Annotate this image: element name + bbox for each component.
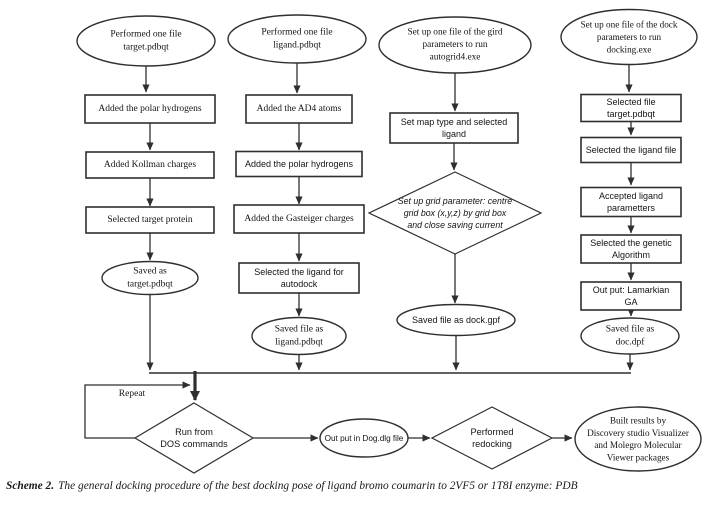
node-ligand-ad4: Added the AD4 atoms <box>245 94 353 124</box>
dock-start-ellipse <box>560 8 698 66</box>
dock-saved-ellipse <box>580 317 680 355</box>
target-protein-box <box>85 206 215 234</box>
ligand-ad4-box <box>245 94 353 124</box>
output-dlg-ellipse <box>319 418 409 458</box>
node-target-kollman: Added Kollman charges <box>85 151 215 179</box>
node-target-polar-h: Added the polar hydrogens <box>84 94 216 124</box>
target-saved-ellipse <box>101 260 199 296</box>
ligand-polar-h-label: Added the polar hydrogens <box>245 159 354 169</box>
node-dock-ligand-file: Selected the ligand file <box>580 136 682 164</box>
grid-saved-ellipse <box>396 303 516 337</box>
ligand-autodock-box <box>238 262 360 294</box>
grid-maptype-box <box>389 112 519 144</box>
ligand-saved-ellipse <box>251 316 347 356</box>
target-kollman-box <box>85 151 215 179</box>
dock-ligand-file-box <box>580 136 682 164</box>
results-ellipse <box>574 406 702 472</box>
target-polar-h-label: Added the polar hydrogens <box>98 104 201 114</box>
dock-genetic-box <box>580 234 682 264</box>
node-output-dlg: Out put in Dog.dlg file <box>319 418 409 458</box>
dock-params-box <box>580 186 682 218</box>
output-dlg-label: Out put in Dog.dlg file <box>325 434 404 443</box>
node-grid-saved: Saved file as dock.gpf <box>396 303 516 337</box>
figure-caption: Scheme 2.The general docking procedure o… <box>6 480 706 492</box>
grid-saved-label: Saved file as dock.gpf <box>412 315 501 325</box>
node-ligand-polar-h: Added the polar hydrogens <box>235 150 363 178</box>
ligand-ad4-label: Added the AD4 atoms <box>257 104 342 114</box>
labels-layer: Repeat <box>119 389 146 399</box>
ligand-start-ellipse <box>227 14 367 64</box>
redocking-diamond <box>430 406 554 470</box>
target-polar-h-box <box>84 94 216 124</box>
edges-layer <box>84 63 635 442</box>
ligand-polar-h-box <box>235 150 363 178</box>
target-start-ellipse <box>76 15 216 67</box>
grid-start-ellipse <box>378 16 532 74</box>
grid-parameter-diamond <box>367 171 543 255</box>
target-kollman-label: Added Kollman charges <box>104 160 196 170</box>
target-protein-label: Selected target protein <box>107 215 193 225</box>
caption-label: Scheme 2. <box>6 480 55 492</box>
dock-output-box <box>580 281 682 311</box>
run-dos-diamond <box>133 402 255 474</box>
ligand-gasteiger-label: Added the Gasteiger charges <box>244 214 354 224</box>
node-ligand-gasteiger: Added the Gasteiger charges <box>233 204 365 234</box>
dock-ligand-file-label: Selected the ligand file <box>586 145 677 155</box>
dock-target-file-box <box>580 93 682 123</box>
repeat-label: Repeat <box>119 389 146 399</box>
repeat-loop <box>84 381 191 439</box>
node-target-protein: Selected target protein <box>85 206 215 234</box>
caption-text: The general docking procedure of the bes… <box>58 480 578 492</box>
ligand-gasteiger-box <box>233 204 365 234</box>
